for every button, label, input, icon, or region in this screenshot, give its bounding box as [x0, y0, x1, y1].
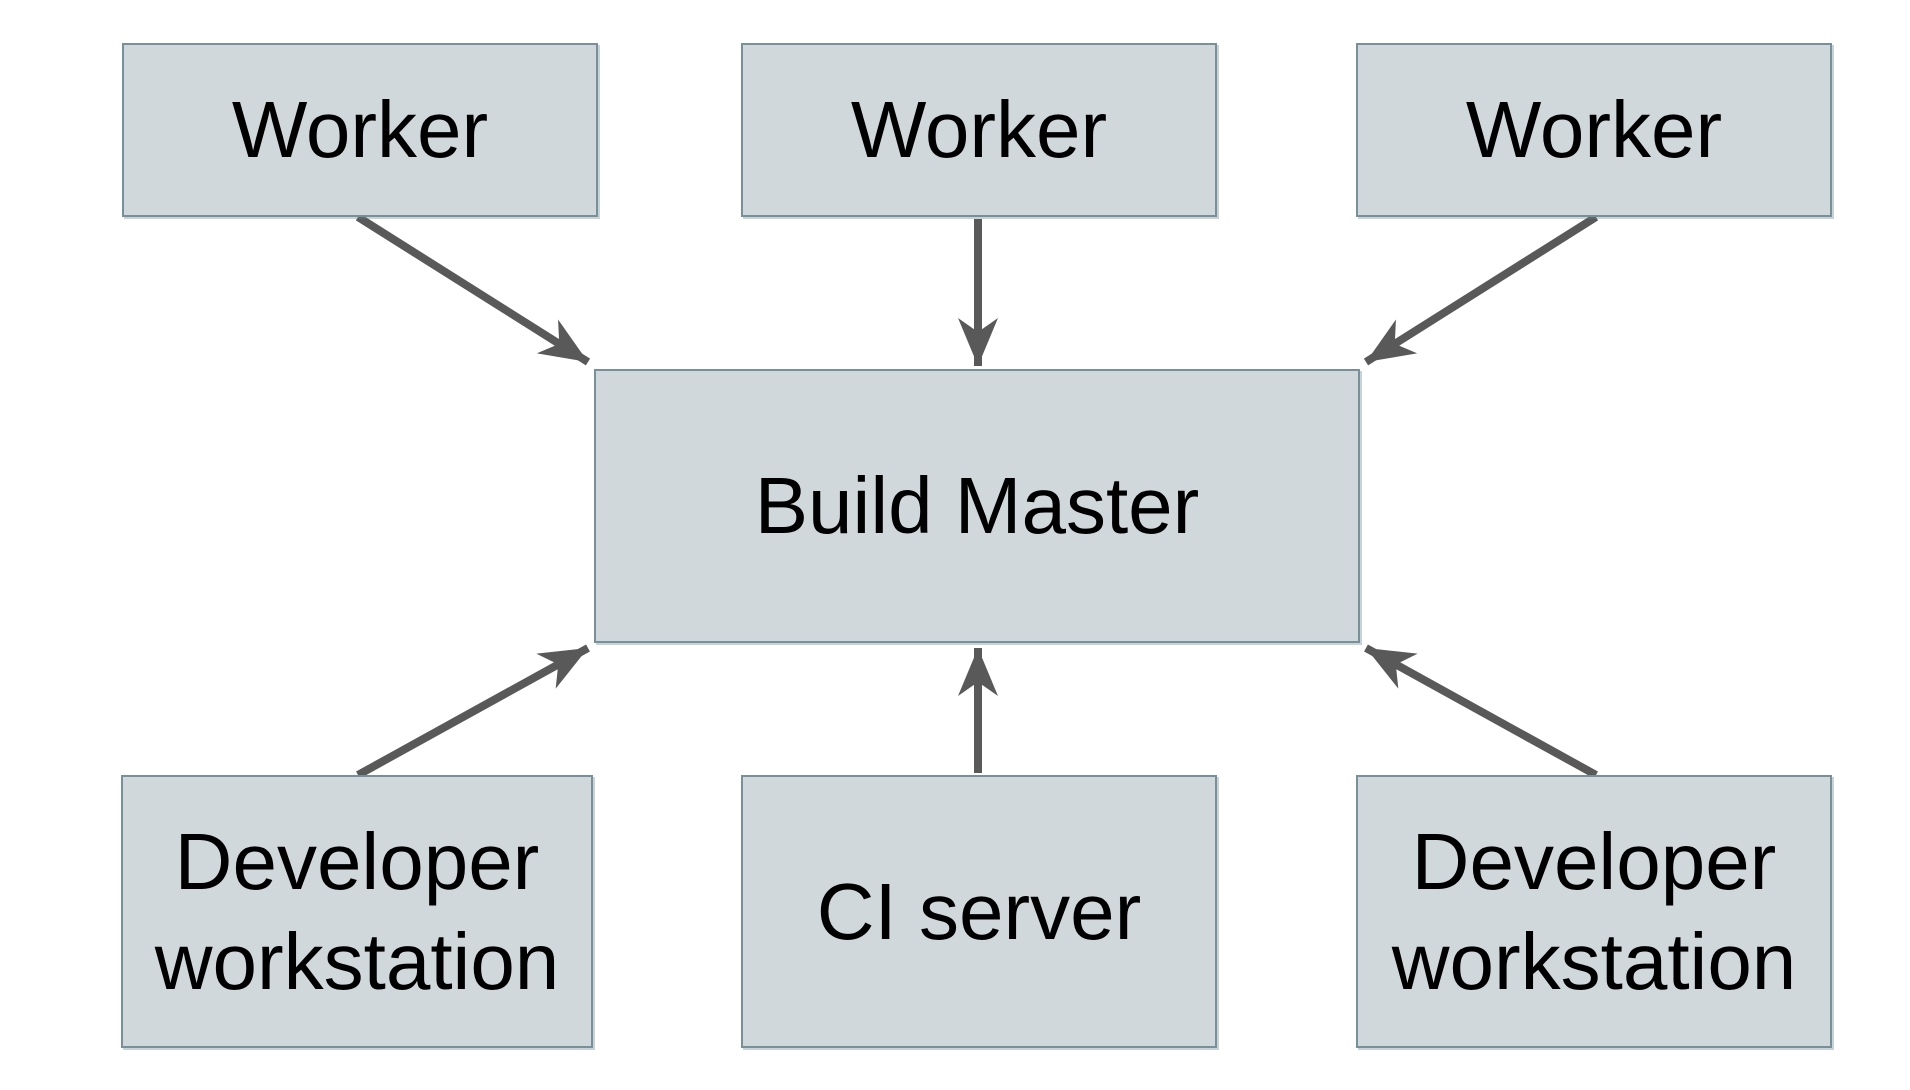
node-label-developer-workstation-left: Developer — [174, 817, 540, 907]
node-label-developer-workstation-right: Developer — [1411, 817, 1777, 907]
node-worker-3: Worker — [1356, 43, 1832, 217]
node-label-worker-1: Worker — [231, 85, 489, 175]
node-label-ci-server: CI server — [816, 866, 1142, 956]
node-label-worker-3: Worker — [1465, 85, 1723, 175]
arrow-worker-3-to-build-master — [1363, 213, 1599, 366]
node-ci-server: CI server — [741, 775, 1217, 1048]
node-label-build-master: Build Master — [754, 461, 1200, 551]
node-label-developer-workstation-left: workstation — [154, 916, 560, 1006]
node-label-developer-workstation-right: workstation — [1391, 916, 1797, 1006]
arrow-developer-workstation-right-to-build-master — [1364, 644, 1598, 779]
node-worker-2: Worker — [741, 43, 1217, 217]
node-build-master: Build Master — [594, 369, 1360, 643]
arrow-developer-workstation-left-to-build-master — [356, 644, 590, 779]
node-label-worker-2: Worker — [850, 85, 1108, 175]
arrow-worker-1-to-build-master — [355, 213, 591, 366]
node-worker-1: Worker — [122, 43, 598, 217]
